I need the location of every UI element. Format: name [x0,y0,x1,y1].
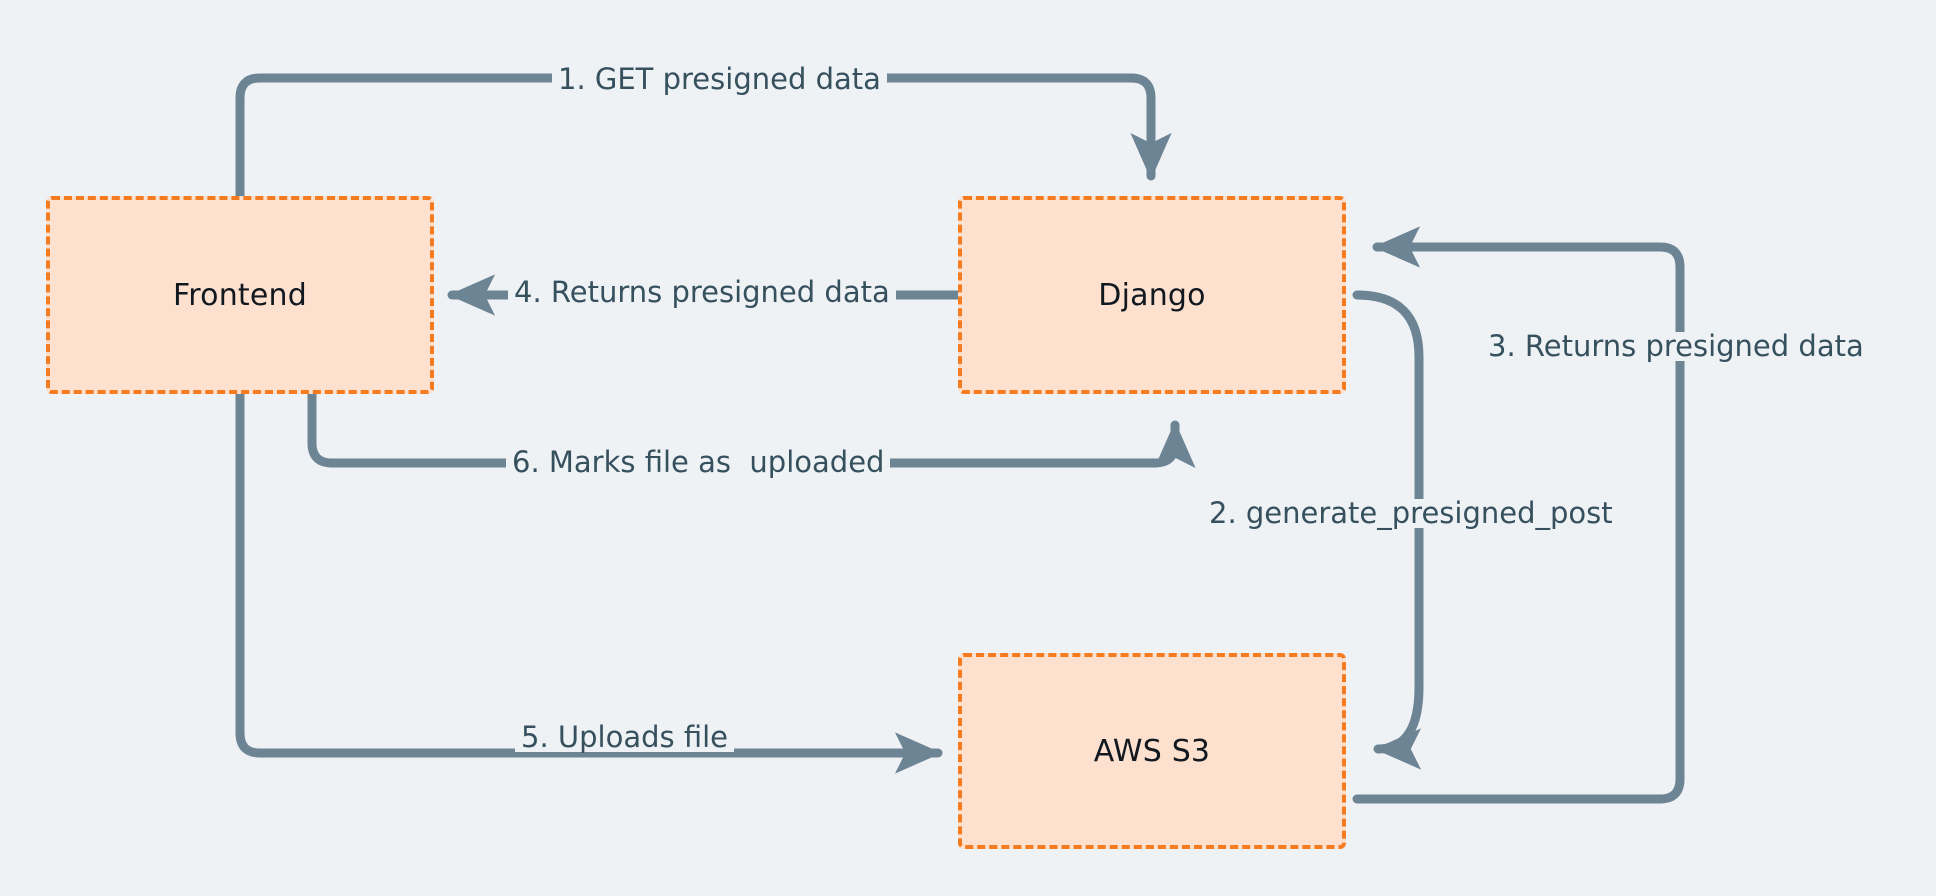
edge-label-1: 1. GET presigned data [552,65,887,94]
node-frontend[interactable]: Frontend [46,196,434,394]
edge-label-2: 2. generate_presigned_post [1203,499,1619,528]
node-aws-s3[interactable]: AWS S3 [958,653,1346,849]
edge-path-3 [1352,226,1685,804]
node-django[interactable]: Django [958,196,1346,394]
node-aws-s3-label: AWS S3 [1093,733,1211,769]
node-django-label: Django [1098,277,1206,313]
edge-path-5 [235,389,943,774]
edge-label-4: 4. Returns presigned data [508,278,896,307]
node-frontend-label: Frontend [173,277,307,313]
edge-label-5: 5. Uploads file [515,723,734,752]
edge-label-6: 6. Marks file as uploaded [506,448,891,477]
edge-path-2 [1352,290,1424,770]
edge-label-3: 3. Returns presigned data [1482,332,1870,361]
